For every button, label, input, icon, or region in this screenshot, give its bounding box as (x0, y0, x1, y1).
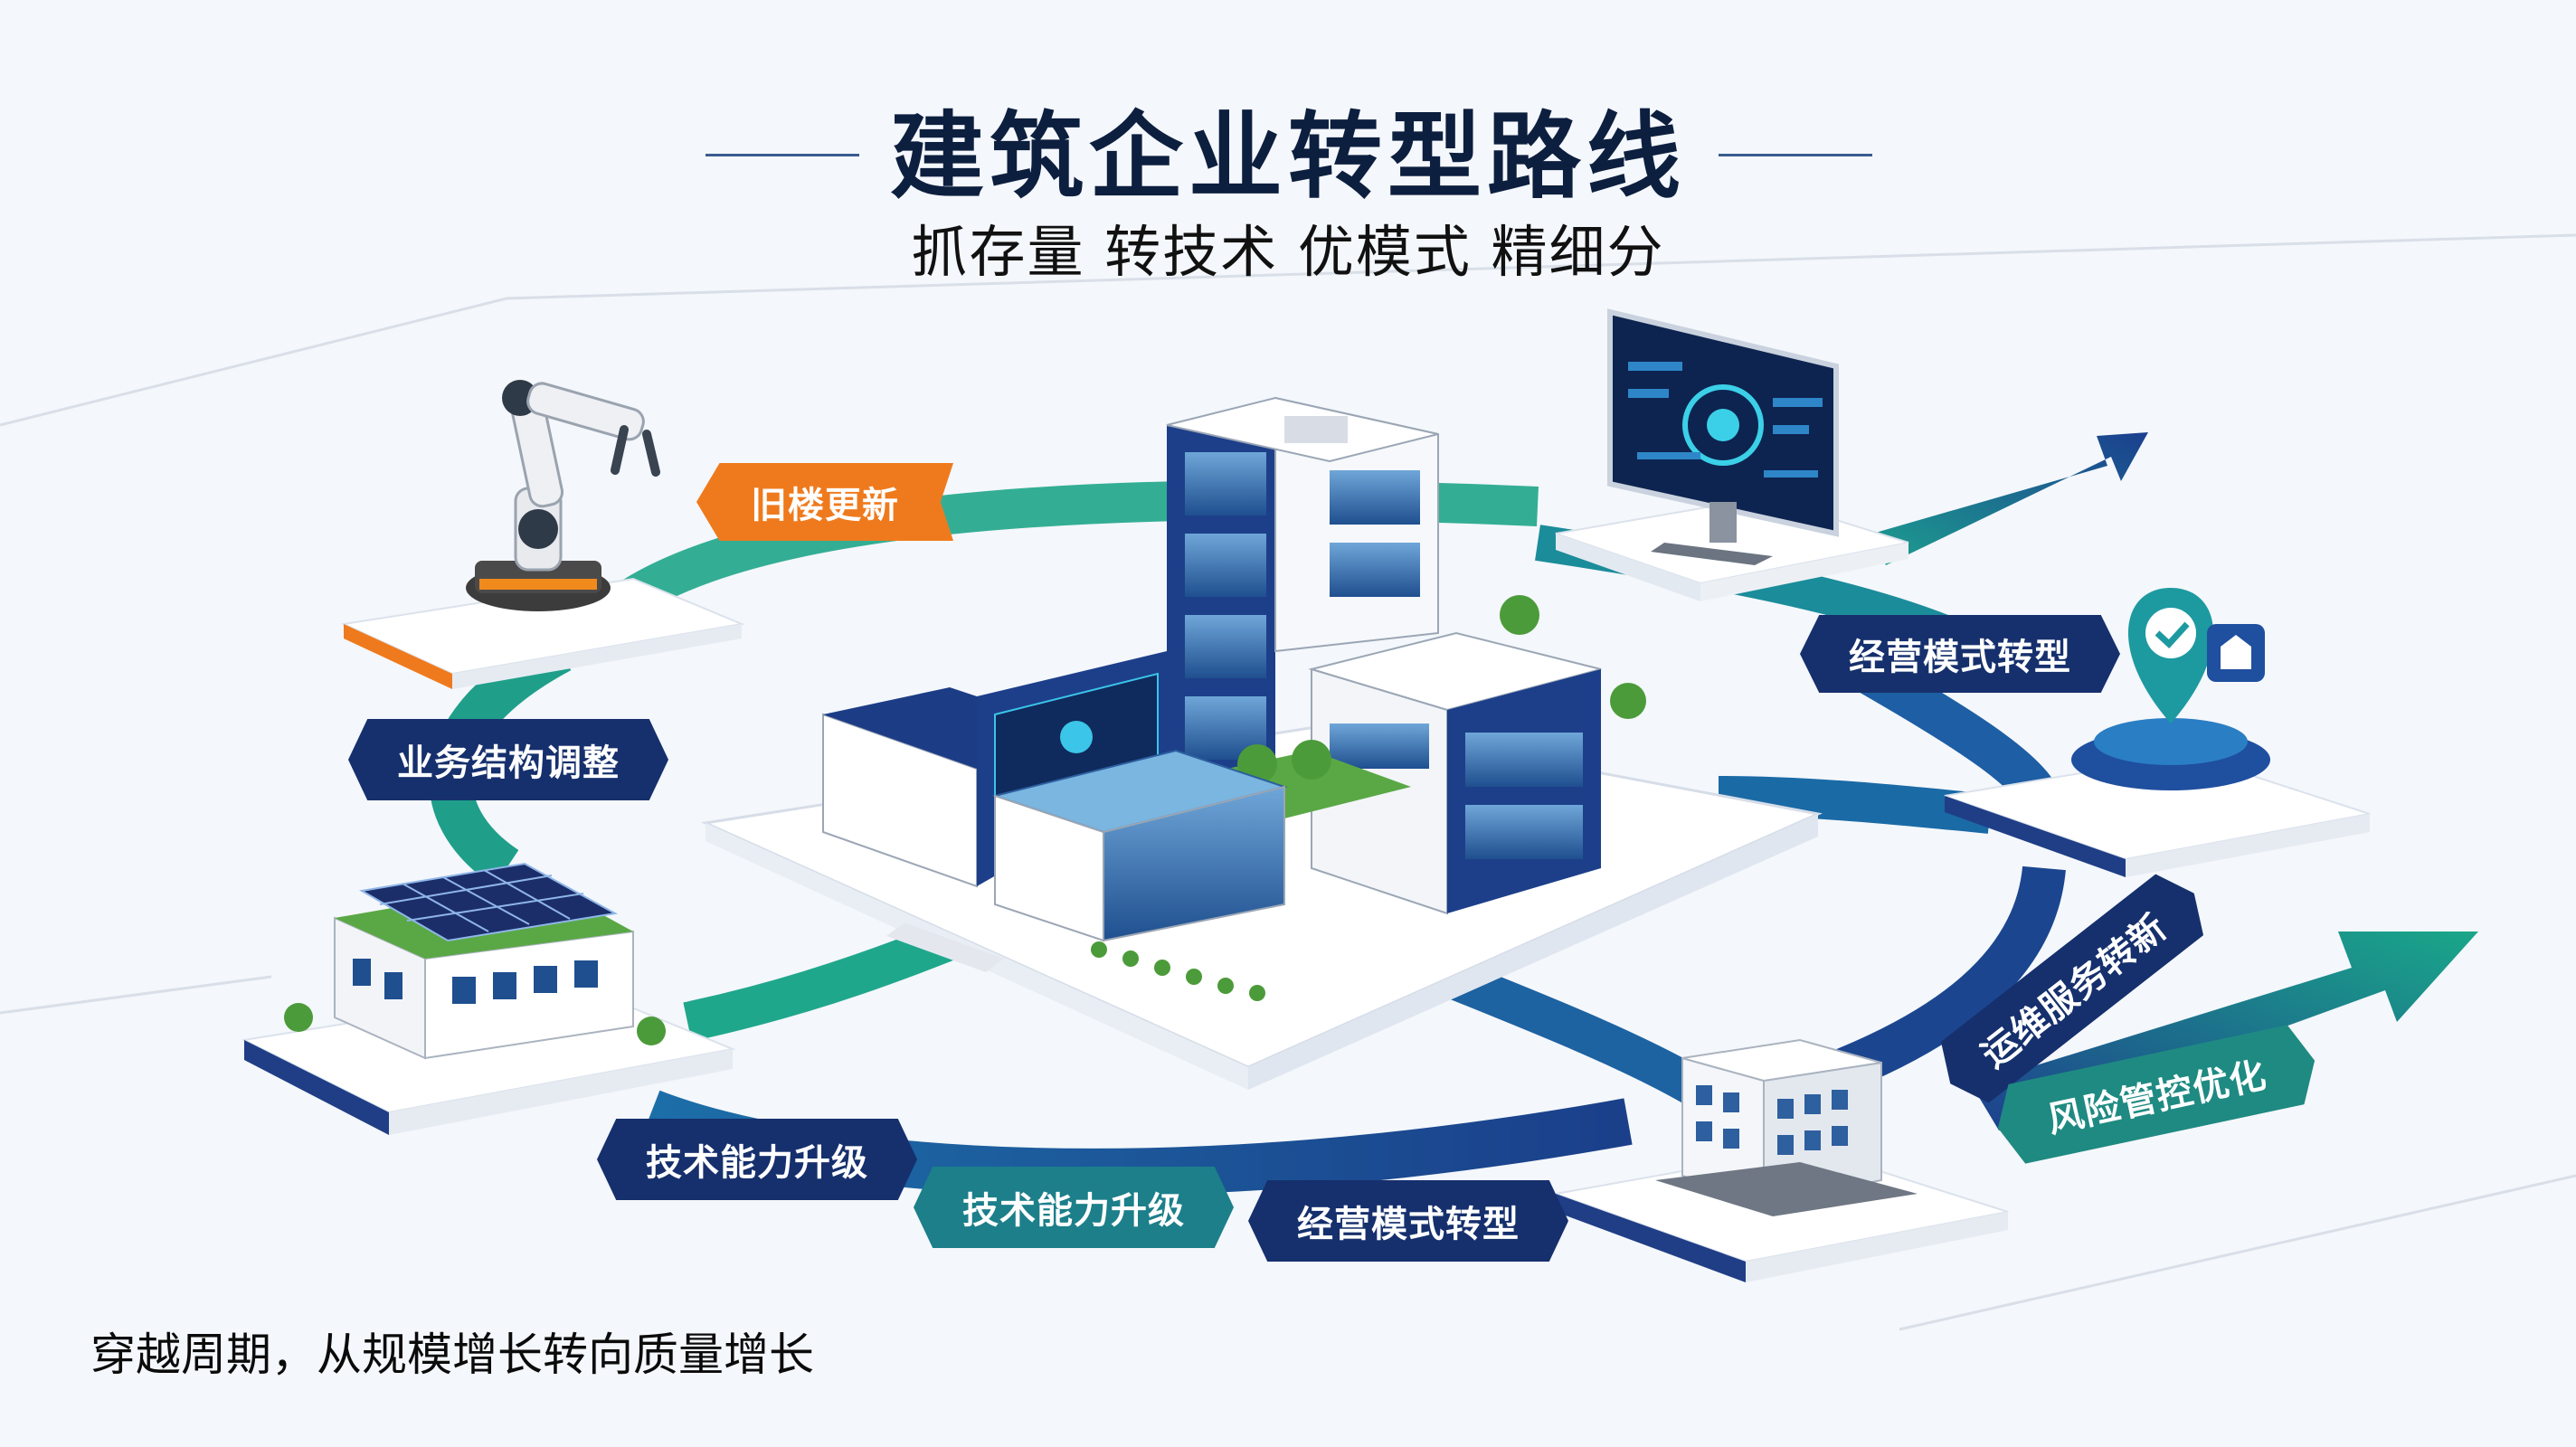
central-campus (700, 396, 1823, 1090)
title-divider-right (1719, 154, 1872, 156)
label-old-building-renewal: 旧楼更新 (696, 463, 953, 541)
platform-pin (1944, 753, 2371, 877)
page-title: 建筑企业转型路线 (889, 101, 1686, 212)
location-pin-icon (2071, 588, 2270, 790)
monitor-dashboard-icon (1607, 308, 1839, 565)
platform-robot (340, 577, 745, 689)
page-subtitle: 抓存量 转技术 优模式 精细分 (911, 219, 1665, 285)
label-business-restructure: 业务结构调整 (348, 719, 668, 800)
office-building-icon (1655, 1038, 1918, 1216)
label-business-model-2: 经营模式转型 (1800, 615, 2120, 693)
floor-lines (0, 233, 2576, 1331)
footer-caption: 穿越周期，从规模增长转向质量增长 (90, 1329, 814, 1381)
robot-arm-icon (466, 380, 660, 611)
title-divider-left (706, 154, 859, 156)
arrow-top-right (1872, 432, 2148, 565)
solar-house-icon (284, 862, 666, 1060)
label-tech-upgrade-2: 技术能力升级 (914, 1167, 1234, 1248)
label-business-model-1: 经营模式转型 (1248, 1180, 1568, 1262)
label-tech-upgrade-1: 技术能力升级 (597, 1119, 917, 1200)
